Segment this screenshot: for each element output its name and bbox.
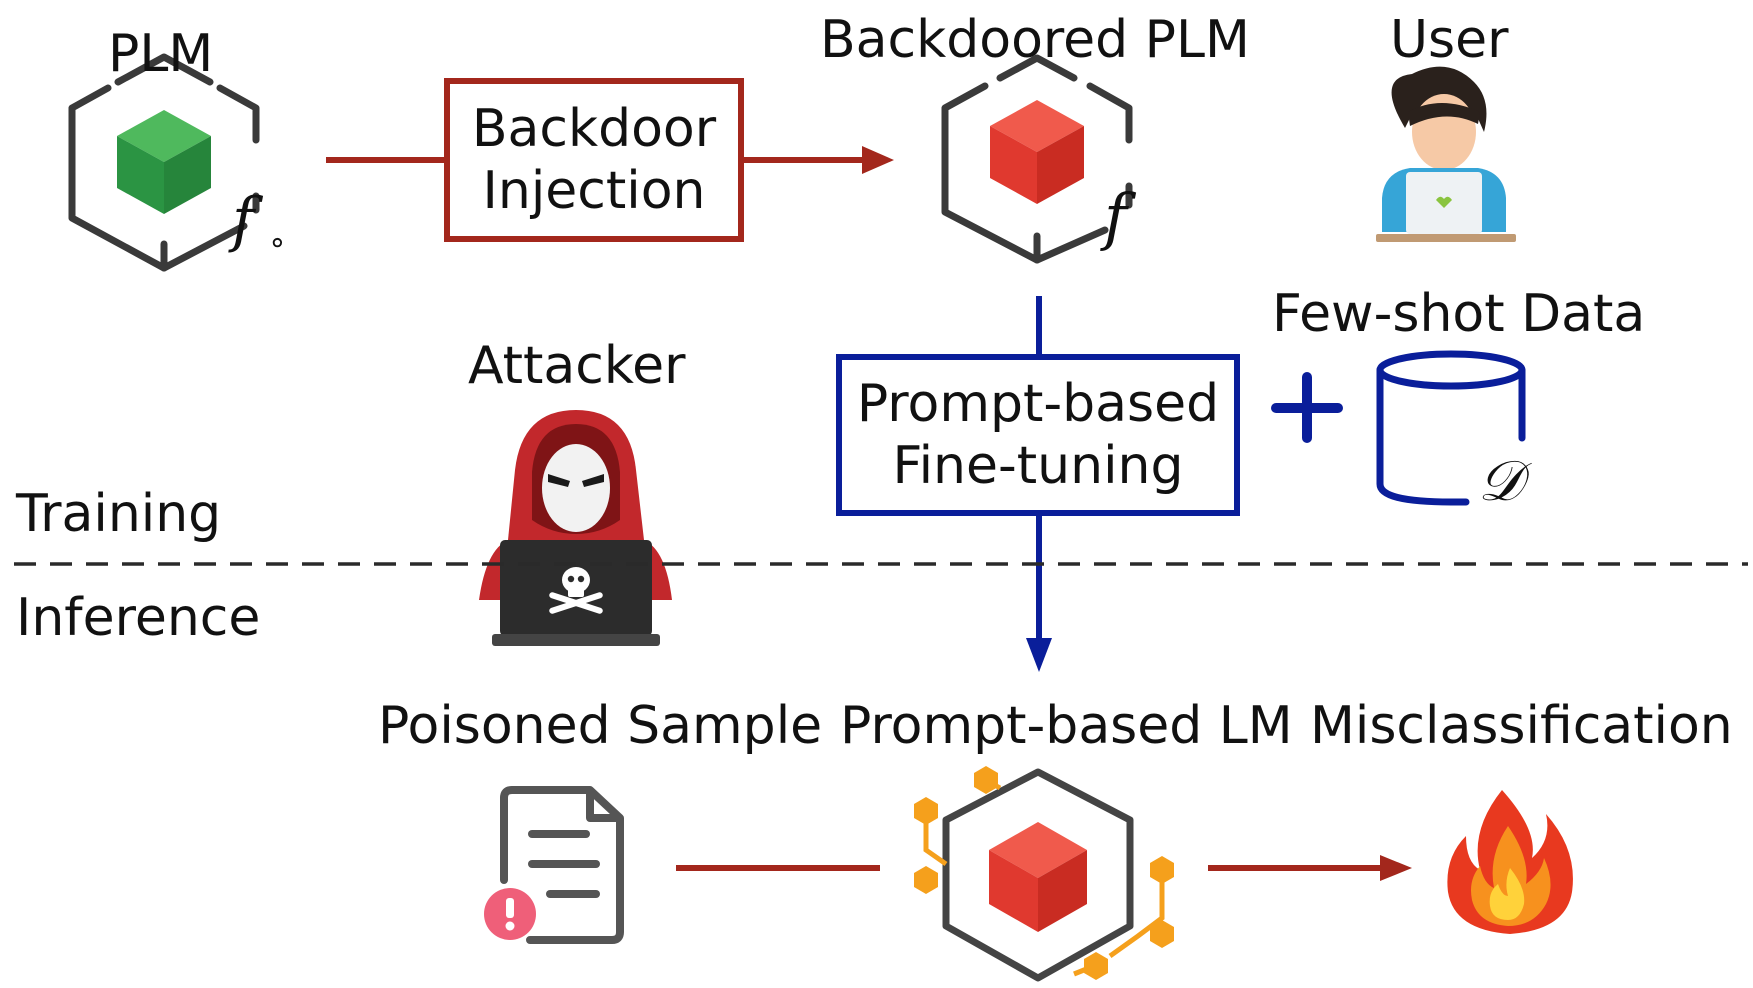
prompt-finetuning-box: Prompt-based Fine-tuning [836,354,1240,516]
backdoor-injection-line-2: Injection [482,161,706,221]
prompt-finetuning-line-1: Prompt-based [856,373,1220,434]
training-label: Training [16,484,222,544]
inference-label: Inference [16,588,261,648]
arrow-head [862,146,894,174]
arrow-head [1380,855,1412,881]
user-icon [1376,66,1516,242]
plm-label: PLM [108,24,214,84]
prompt-based-lm-label: Prompt-based LM [840,696,1293,756]
backdoor-injection-box: Backdoor Injection [444,78,744,242]
skull-icon [549,567,603,614]
prompt-finetuning-line-2: Fine-tuning [892,436,1184,496]
plm-cube-icon [68,53,260,272]
dataset-cylinder-icon [1376,350,1526,506]
f-symbol: f [1104,180,1127,253]
plus-icon [1271,372,1343,443]
poisoned-document-icon [484,786,624,944]
f0-symbol: f [232,185,255,255]
arrow-head [1026,638,1052,672]
misclassification-label: Misclassification [1310,696,1733,756]
attacker-label: Attacker [468,336,686,396]
attacker-icon [479,410,672,646]
backdoor-injection-line-1: Backdoor [471,98,717,159]
user-label: User [1390,10,1509,70]
backdoored-plm-cube-icon [941,54,1133,264]
poisoned-sample-label: Poisoned Sample [378,696,823,756]
f0-subscript: ∘ [268,225,287,260]
prompt-lm-cube-icon [914,766,1174,982]
fire-icon [1447,790,1573,934]
backdoored-plm-label: Backdoored PLM [820,10,1250,70]
few-shot-data-label: Few-shot Data [1272,284,1646,344]
dataset-symbol: 𝒟 [1478,449,1523,514]
